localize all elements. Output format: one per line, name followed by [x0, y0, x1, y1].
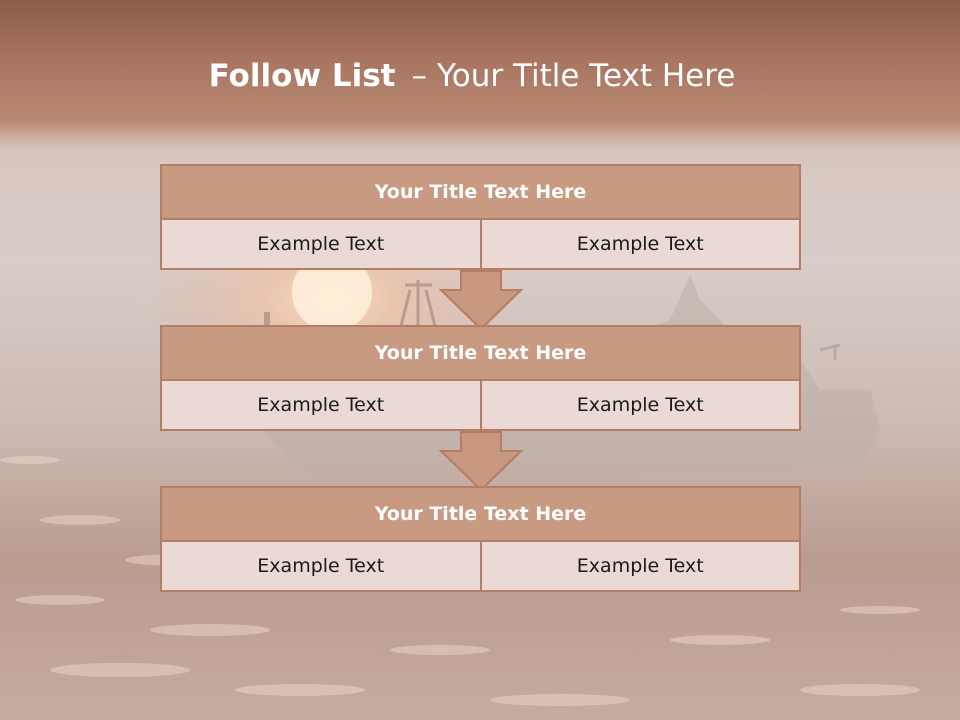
step-block-2: Your Title Text Here Example Text Exampl… [160, 325, 801, 431]
ship-mast [398, 280, 438, 331]
step-cell-left: Example Text [160, 381, 482, 431]
sun [292, 252, 372, 332]
step-row: Example Text Example Text [160, 542, 801, 592]
ship-post [264, 312, 270, 330]
down-arrow-icon [439, 270, 523, 330]
step-cell-right: Example Text [481, 220, 801, 270]
step-header: Your Title Text Here [160, 325, 801, 381]
step-cell-left: Example Text [160, 542, 482, 592]
down-arrow-icon [439, 431, 523, 491]
step-header: Your Title Text Here [160, 164, 801, 220]
step-block-1: Your Title Text Here Example Text Exampl… [160, 164, 801, 270]
step-row: Example Text Example Text [160, 381, 801, 431]
step-header: Your Title Text Here [160, 486, 801, 542]
ship-crane [819, 343, 841, 360]
slide-title: Follow List–Your Title Text Here [0, 55, 944, 97]
title-rest-text: Your Title Text Here [436, 58, 736, 94]
step-cell-right: Example Text [481, 542, 801, 592]
step-row: Example Text Example Text [160, 220, 801, 270]
step-cell-left: Example Text [160, 220, 482, 270]
step-cell-right: Example Text [481, 381, 801, 431]
step-block-3: Your Title Text Here Example Text Exampl… [160, 486, 801, 592]
title-separator: – [411, 58, 427, 94]
title-bold-text: Follow List [208, 58, 396, 94]
